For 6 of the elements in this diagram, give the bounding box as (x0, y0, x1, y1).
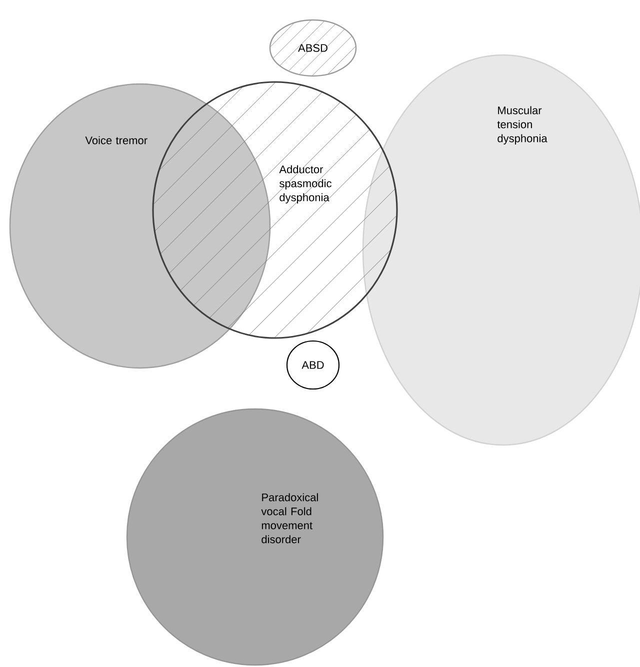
region-label: ABD (302, 361, 324, 369)
region-label: ABSD (298, 44, 328, 52)
region-label: Muscular tension dysphonia (497, 106, 548, 144)
region-label: Voice tremor (85, 136, 148, 144)
region-label: Paradoxical vocal Fold movement disorder (261, 493, 318, 544)
region-label: Adductor spasmodic dysphonia (279, 165, 332, 204)
